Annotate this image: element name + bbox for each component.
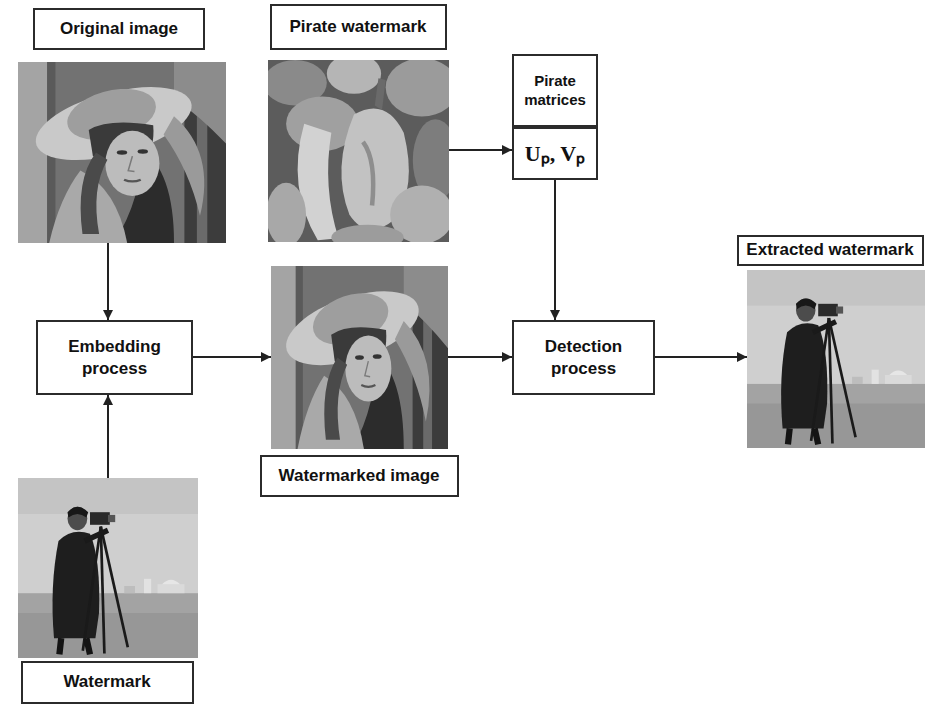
process-box: Detection process — [512, 320, 655, 395]
flow-arrow — [449, 149, 512, 151]
flow-arrow — [107, 395, 109, 478]
image-node: Watermark — [18, 478, 198, 658]
image-node: Original image — [18, 62, 226, 243]
image-node: Pirate watermark — [268, 60, 449, 242]
flow-arrow — [448, 356, 512, 358]
flow-arrow — [193, 356, 271, 358]
image-caption: Watermarked image — [260, 455, 459, 497]
process-box: Embedding process — [36, 320, 193, 395]
image-caption: Original image — [33, 8, 205, 50]
image-caption: Pirate watermark — [270, 4, 447, 50]
image-caption: Watermark — [21, 661, 194, 704]
box-label: Embedding process — [44, 336, 185, 379]
image-node: Watermarked image — [271, 266, 448, 449]
matrix-box: Uₚ, Vₚ — [512, 127, 598, 180]
image-caption: Extracted watermark — [737, 235, 924, 266]
box-label: Uₚ, Vₚ — [525, 140, 585, 168]
image-node: Extracted watermark — [747, 270, 925, 448]
watermarked-image-picture — [271, 266, 448, 449]
original-image-picture — [18, 62, 226, 243]
flow-arrow — [655, 356, 747, 358]
flow-arrow — [554, 180, 556, 320]
box-label: Detection process — [520, 336, 647, 379]
extracted-watermark-picture — [747, 270, 925, 448]
process-box: Pirate matrices — [512, 54, 598, 127]
watermark-picture — [18, 478, 198, 658]
box-label: Pirate matrices — [520, 72, 590, 110]
flow-arrow — [107, 243, 109, 320]
pirate-watermark-picture — [263, 54, 458, 251]
